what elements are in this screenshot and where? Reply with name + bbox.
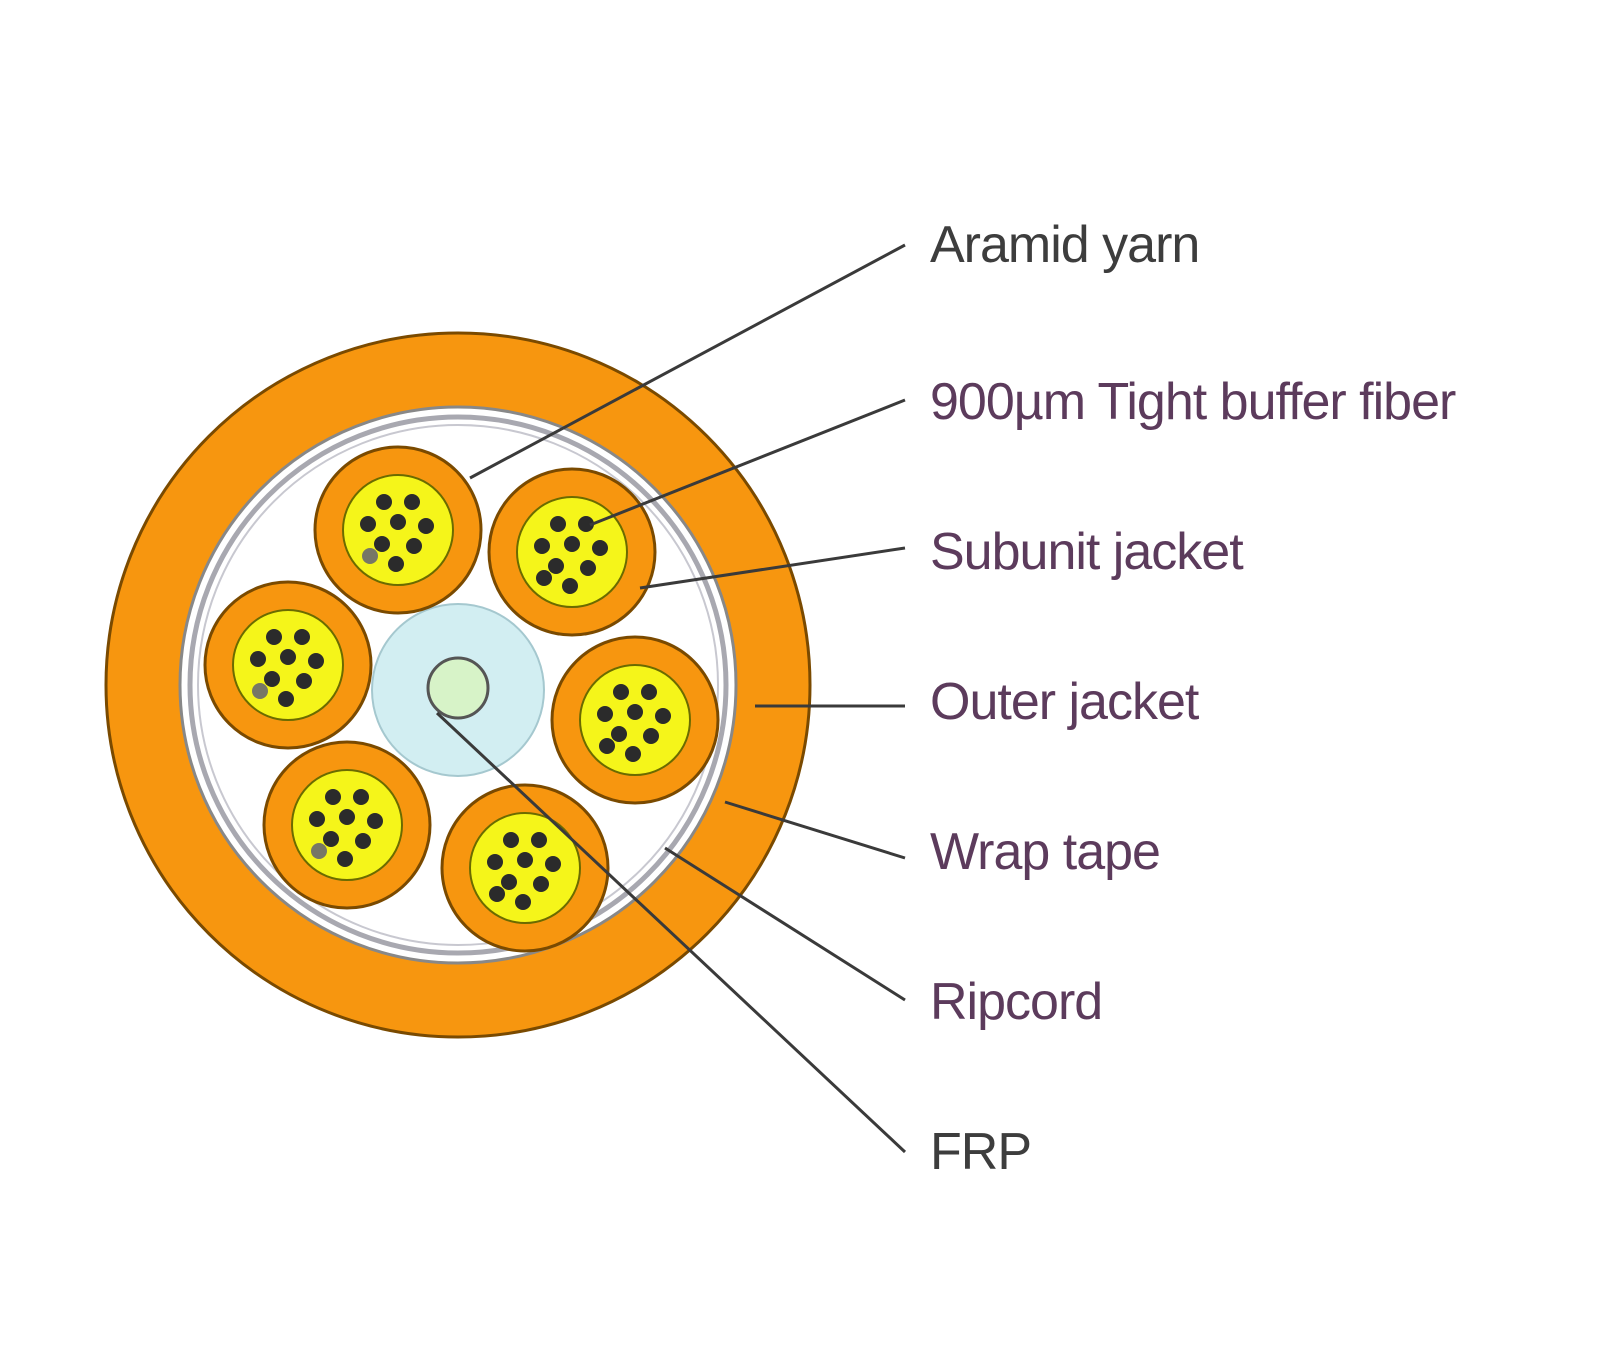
tight-buffer-fiber-dot [533,876,549,892]
tight-buffer-fiber-dot [627,704,643,720]
tight-buffer-fiber-dot [404,494,420,510]
tight-buffer-fiber-dot [252,683,268,699]
frp-label: FRP [930,1123,1032,1181]
tight-buffer-fiber-dot [503,832,519,848]
tight-buffer-fiber-dot [531,832,547,848]
tight-buffer-fiber-dot [325,789,341,805]
aramid-yarn-label: Aramid yarn [930,216,1200,274]
tight-buffer-fiber-dot [599,738,615,754]
outer-jacket-label: Outer jacket [930,673,1199,731]
tight-buffer-fiber-dot [641,684,657,700]
frp-leader-line [435,711,907,1154]
tight-buffer-fiber-dot [517,852,533,868]
wrap-tape-inner-ring [197,424,719,946]
tight-buffer-fiber-dot [376,494,392,510]
subunit-4 [550,635,720,805]
tight-buffer-fiber-dot [545,856,561,872]
subunit-jacket-leader-line [639,546,906,590]
aramid-yarn-leader-line [469,243,906,480]
tight-buffer-fiber-dot [264,671,280,687]
tight-buffer-fiber-dot [353,789,369,805]
tight-buffer-fiber-dot [311,843,327,859]
wrap-tape-leader-line [724,800,906,860]
tight-buffer-fiber-dot [418,518,434,534]
tight-buffer-fiber-dot [534,538,550,554]
tight-buffer-fiber-dot [487,854,503,870]
tight-buffer-fiber-dot [611,726,627,742]
tight-buffer-fiber-dot [360,516,376,532]
tight-buffer-fiber-dot [362,548,378,564]
tight-buffer-fiber-dot [388,556,404,572]
tight-buffer-fiber-dot [309,811,325,827]
subunit-5 [262,740,432,910]
tight-buffer-fiber-dot [550,516,566,532]
tight-buffer-fiber-dot [278,691,294,707]
tight-buffer-fiber-dot [564,536,580,552]
subunit-3 [203,580,373,750]
tight-buffer-fiber-dot [355,833,371,849]
tight-buffer-fiber-dot [374,536,390,552]
tight-buffer-fiber-dot [296,673,312,689]
tight-buffer-fiber-dot [390,514,406,530]
tight-buffer-fiber-dot [266,629,282,645]
tight-buffer-fiber-dot [562,578,578,594]
tight-buffer-fiber-label: 900µm Tight buffer fiber [930,373,1456,431]
ripcord-label: Ripcord [930,973,1103,1031]
tight-buffer-fiber-dot [406,538,422,554]
frp-core [426,656,490,720]
tight-buffer-fiber-dot [337,851,353,867]
tight-buffer-fiber-dot [367,813,383,829]
tight-buffer-fiber-dot [643,728,659,744]
tight-buffer-fiber-dot [308,653,324,669]
wrap-tape-label: Wrap tape [930,823,1161,881]
tight-buffer-fiber-dot [280,649,296,665]
tight-buffer-fiber-dot [501,874,517,890]
subunit-2 [487,467,657,637]
tight-buffer-fiber-dot [323,831,339,847]
tight-buffer-fiber-dot [250,651,266,667]
ripcord-leader-line [664,846,906,1002]
tight-buffer-fiber-dot [294,629,310,645]
tight-buffer-fiber-dot [548,558,564,574]
tight-buffer-fiber-dot [580,560,596,576]
tight-buffer-fiber-dot [515,894,531,910]
tight-buffer-fiber-dot [655,708,671,724]
subunit-jacket-label: Subunit jacket [930,523,1244,581]
subunit-6 [440,783,610,953]
tight-buffer-fiber-leader-line [589,398,906,527]
tight-buffer-fiber-dot [578,516,594,532]
tight-buffer-fiber-dot [597,706,613,722]
tight-buffer-fiber-dot [339,809,355,825]
wrap-tape-ring [187,414,729,956]
tight-buffer-fiber-dot [536,570,552,586]
tight-buffer-fiber-dot [625,746,641,762]
subunit-1 [313,445,483,615]
tight-buffer-fiber-dot [613,684,629,700]
tight-buffer-fiber-dot [489,886,505,902]
tight-buffer-fiber-dot [592,540,608,556]
